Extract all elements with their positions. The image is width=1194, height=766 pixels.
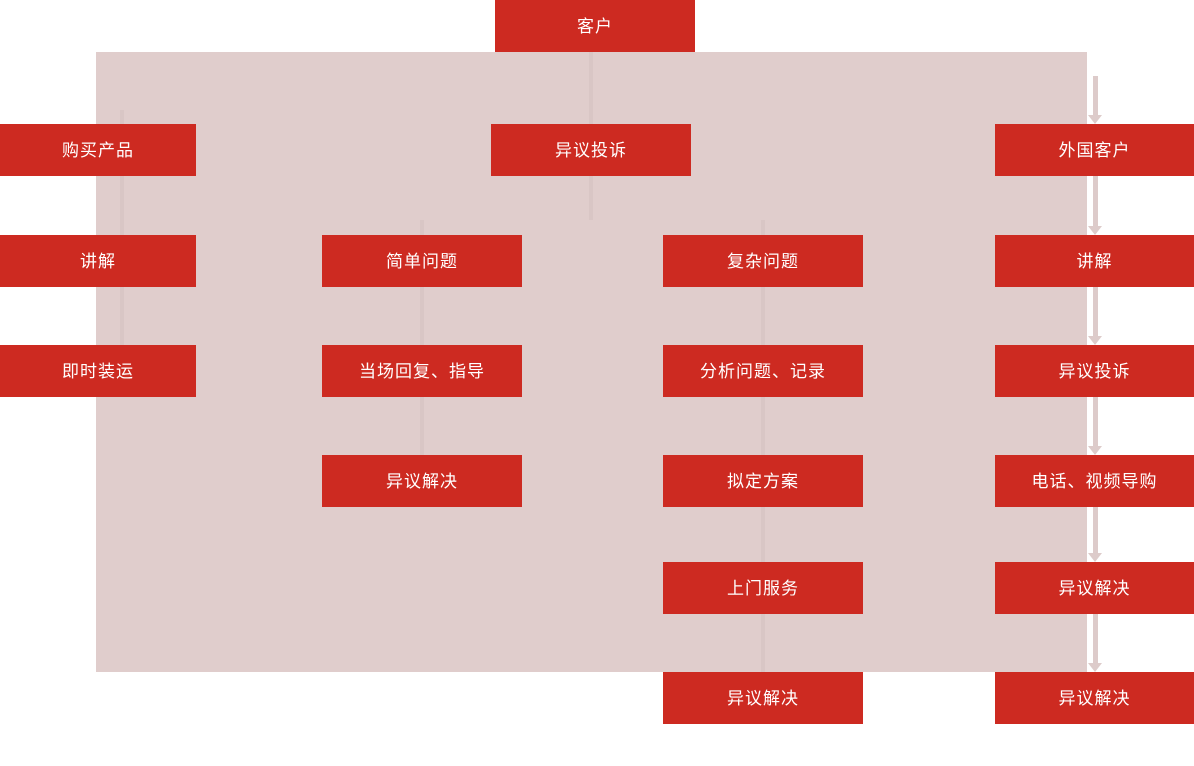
connector-stub bbox=[761, 397, 765, 455]
node-complex-onsite-service[interactable]: 上门服务 bbox=[663, 562, 863, 614]
arrow-head bbox=[1088, 446, 1102, 455]
arrow-foreign-1 bbox=[1088, 76, 1102, 124]
arrow-head bbox=[1088, 115, 1102, 124]
node-foreign-objection-resolved-2[interactable]: 异议解决 bbox=[995, 672, 1194, 724]
arrow-head bbox=[1088, 226, 1102, 235]
node-objection-complaint[interactable]: 异议投诉 bbox=[491, 124, 691, 176]
node-foreign-objection-complaint[interactable]: 异议投诉 bbox=[995, 345, 1194, 397]
node-root-customer[interactable]: 客户 bbox=[495, 0, 695, 52]
node-purchase-instant-ship[interactable]: 即时装运 bbox=[0, 345, 196, 397]
connector-stub bbox=[589, 176, 593, 220]
connector-stub bbox=[420, 287, 424, 345]
arrow-shaft bbox=[1092, 614, 1098, 663]
connector-stub bbox=[120, 287, 124, 345]
node-simple-onsite-reply[interactable]: 当场回复、指导 bbox=[322, 345, 522, 397]
arrow-foreign-6 bbox=[1088, 614, 1102, 672]
connector-stub bbox=[761, 614, 765, 672]
arrow-head bbox=[1088, 336, 1102, 345]
node-complex-analyze-record[interactable]: 分析问题、记录 bbox=[663, 345, 863, 397]
node-foreign-customer[interactable]: 外国客户 bbox=[995, 124, 1194, 176]
arrow-shaft bbox=[1092, 76, 1098, 115]
connector-stub bbox=[589, 52, 593, 124]
node-complex-draft-plan[interactable]: 拟定方案 bbox=[663, 455, 863, 507]
connector-stub bbox=[761, 287, 765, 345]
node-foreign-explain[interactable]: 讲解 bbox=[995, 235, 1194, 287]
connector-stub bbox=[420, 220, 424, 235]
node-purchase-product[interactable]: 购买产品 bbox=[0, 124, 196, 176]
arrow-foreign-5 bbox=[1088, 507, 1102, 562]
node-foreign-objection-resolved-1[interactable]: 异议解决 bbox=[995, 562, 1194, 614]
connector-stub bbox=[120, 176, 124, 235]
arrow-foreign-4 bbox=[1088, 397, 1102, 455]
node-complex-problem[interactable]: 复杂问题 bbox=[663, 235, 863, 287]
arrow-shaft bbox=[1092, 507, 1098, 553]
arrow-shaft bbox=[1092, 397, 1098, 446]
connector-stub bbox=[420, 397, 424, 455]
connector-stub bbox=[761, 507, 765, 562]
node-complex-objection-resolved[interactable]: 异议解决 bbox=[663, 672, 863, 724]
arrow-head bbox=[1088, 663, 1102, 672]
arrow-foreign-3 bbox=[1088, 287, 1102, 345]
node-foreign-phone-video-guide[interactable]: 电话、视频导购 bbox=[995, 455, 1194, 507]
arrow-shaft bbox=[1092, 176, 1098, 226]
connector-stub bbox=[120, 110, 124, 124]
arrow-foreign-2 bbox=[1088, 176, 1102, 235]
arrow-shaft bbox=[1092, 287, 1098, 336]
connector-stub bbox=[761, 220, 765, 235]
node-simple-objection-resolved[interactable]: 异议解决 bbox=[322, 455, 522, 507]
node-simple-problem[interactable]: 简单问题 bbox=[322, 235, 522, 287]
arrow-head bbox=[1088, 553, 1102, 562]
node-purchase-explain[interactable]: 讲解 bbox=[0, 235, 196, 287]
